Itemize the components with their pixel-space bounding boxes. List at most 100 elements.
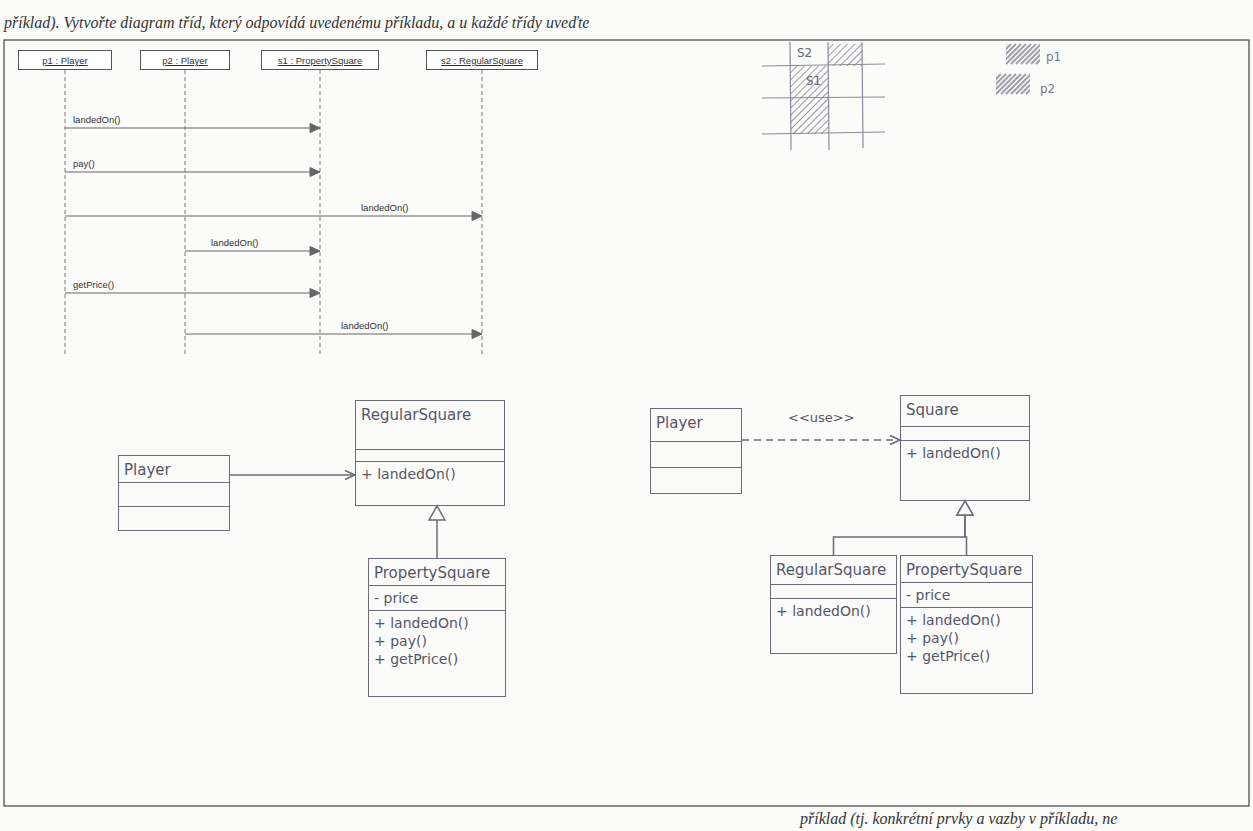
stereotype-label: <<use>> — [786, 410, 857, 425]
association — [742, 436, 900, 445]
lifeline — [65, 70, 66, 356]
message-label: landedOn() — [340, 320, 390, 331]
legend-entry: p2 — [1040, 78, 1055, 97]
object-name: p1 : Player — [42, 51, 87, 71]
operation: + landedOn() — [776, 602, 871, 620]
connector-line — [834, 515, 966, 555]
connector-line — [65, 215, 482, 216]
operation-compartment — [119, 506, 229, 530]
attribute: - price — [906, 586, 950, 604]
connector-line — [742, 439, 900, 441]
message-label: landedOn() — [210, 237, 260, 248]
association — [230, 471, 355, 480]
message-arrow — [65, 212, 482, 221]
message-label: getPrice() — [72, 279, 115, 290]
lifeline — [320, 70, 321, 356]
operation: + landedOn() — [374, 614, 469, 632]
class-name: PropertySquare — [374, 564, 490, 582]
operation: + landedOn() — [906, 444, 1001, 462]
class-box: RegularSquare + landedOn() — [770, 555, 897, 654]
arrowhead — [890, 436, 900, 445]
object-name: s2 : RegularSquare — [441, 51, 523, 71]
class-name: PropertySquare — [906, 561, 1022, 579]
operation-compartment: + landedOn() — [901, 440, 1029, 500]
generalization-head — [429, 506, 445, 520]
attribute-compartment: - price — [901, 582, 1032, 607]
class-box: RegularSquare + landedOn() — [355, 400, 505, 506]
connector-line — [965, 515, 967, 555]
class-box: PropertySquare - price + landedOn()+ pay()… — [368, 558, 506, 697]
class-box: Player — [650, 408, 742, 494]
generalization-head — [957, 501, 973, 515]
class-name-compartment: RegularSquare — [356, 401, 504, 449]
message-arrow — [185, 330, 482, 339]
legend-entry: p1 — [1046, 46, 1061, 65]
object-name: p2 : Player — [162, 51, 207, 71]
arrowhead — [310, 247, 320, 256]
class-name: Player — [656, 414, 703, 432]
generalization-head — [957, 501, 973, 515]
legend-swatch — [1006, 40, 1040, 68]
attribute-compartment — [771, 584, 896, 598]
operation-compartment: + landedOn() — [771, 598, 896, 653]
message-label: landedOn() — [360, 202, 410, 213]
board-sketch — [762, 42, 885, 150]
connector-line — [65, 127, 320, 128]
frame — [4, 40, 1249, 806]
instruction-text: příklad (tj. konkrétní prvky a vazby v p… — [800, 810, 1117, 828]
arrowhead — [310, 124, 320, 133]
legend-text: p1 — [1046, 50, 1061, 64]
lifeline-head: p1 : Player — [18, 50, 112, 70]
class-name-compartment: Player — [119, 456, 229, 482]
connector-line — [185, 333, 482, 334]
class-name-compartment: RegularSquare — [771, 556, 896, 584]
lifeline-head: p2 : Player — [140, 50, 230, 70]
class-name-compartment: PropertySquare — [901, 556, 1032, 582]
message-arrow — [65, 168, 320, 177]
attribute-compartment — [901, 426, 1029, 440]
operation-compartment: + landedOn()+ pay()+ getPrice() — [901, 607, 1032, 693]
class-name-compartment: PropertySquare — [369, 559, 505, 585]
lifeline-head: s1 : PropertySquare — [261, 50, 379, 70]
operation-compartment: + landedOn()+ pay()+ getPrice() — [369, 610, 505, 696]
sketch-letter: S1 — [806, 74, 821, 88]
lifeline-head: s2 : RegularSquare — [426, 50, 538, 70]
legend-text: p2 — [1040, 82, 1055, 96]
connector-line — [65, 292, 320, 293]
hatch-stroke — [1036, 44, 1040, 64]
operation: + landedOn() — [361, 465, 456, 483]
generalization — [957, 501, 973, 555]
lifeline — [482, 70, 483, 356]
arrowhead — [310, 168, 320, 177]
message-label: pay() — [72, 158, 96, 169]
operation: + getPrice() — [906, 647, 990, 665]
operation: + landedOn() — [906, 611, 1001, 629]
legend-swatch — [996, 70, 1030, 98]
attribute-compartment — [119, 482, 229, 506]
attribute: - price — [374, 589, 418, 607]
hatch-stroke — [1026, 74, 1030, 94]
class-name: Player — [124, 461, 171, 479]
message-label: landedOn() — [72, 114, 122, 125]
generalization — [834, 501, 974, 555]
arrowhead — [310, 289, 320, 298]
arrowhead — [472, 212, 482, 221]
class-name: RegularSquare — [361, 406, 471, 424]
class-name: Square — [906, 401, 959, 419]
object-name: s1 : PropertySquare — [278, 51, 363, 71]
operation: + getPrice() — [374, 650, 458, 668]
connector-line — [230, 474, 355, 476]
operation-compartment: + landedOn() — [356, 461, 504, 505]
class-name-compartment: Player — [651, 409, 741, 441]
sketch-letter: S2 — [797, 46, 812, 60]
arrowhead — [472, 330, 482, 339]
operation-compartment — [651, 467, 741, 493]
class-name: RegularSquare — [776, 561, 886, 579]
class-box: Player — [118, 455, 230, 531]
operation: + pay() — [374, 632, 427, 650]
arrowhead — [345, 471, 355, 480]
instruction-text: příklad). Vytvořte diagram tříd, který o… — [4, 14, 589, 32]
